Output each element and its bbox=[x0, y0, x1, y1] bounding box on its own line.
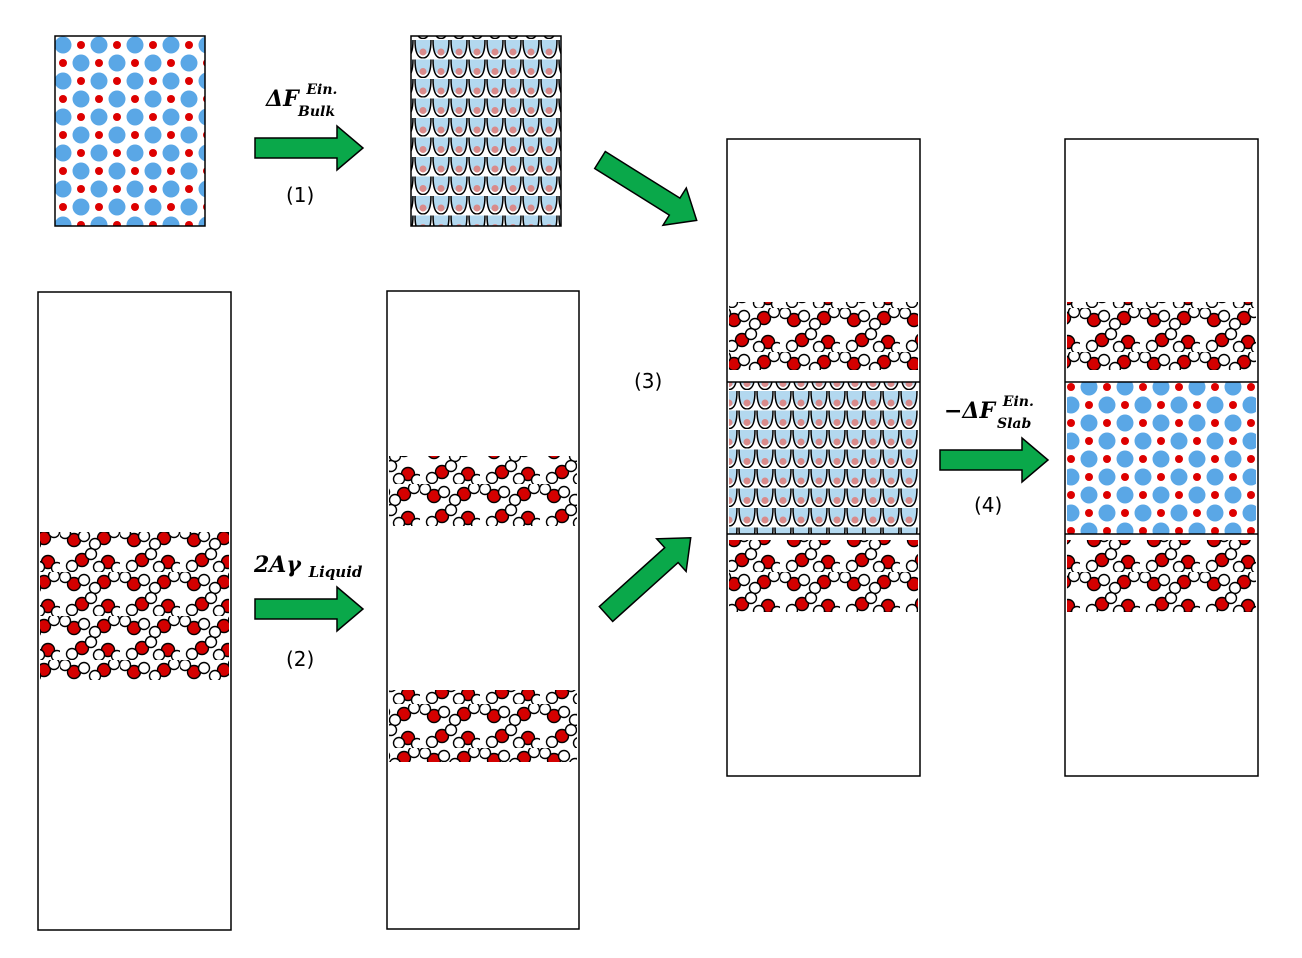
step4-number: (4) bbox=[974, 493, 1002, 517]
arrow-step4-icon bbox=[939, 436, 1050, 484]
step4-formula: −ΔF Ein. Slab bbox=[944, 386, 1042, 432]
bulk-crystal-box bbox=[54, 35, 206, 227]
step3-number: (3) bbox=[634, 369, 662, 393]
arrow-step1-icon bbox=[254, 124, 365, 172]
separated-liquid-box bbox=[386, 290, 580, 930]
step2-formula-base: 2Aγ bbox=[253, 552, 302, 578]
step4-formula-sub: Slab bbox=[997, 416, 1032, 432]
step2-formula: 2Aγ Liquid bbox=[253, 552, 363, 581]
step2-formula-sub: Liquid bbox=[308, 563, 363, 581]
arrow-liquid-to-slab-icon bbox=[598, 536, 692, 623]
bulk-einstein-crystal-box bbox=[410, 35, 562, 227]
einstein-slab-with-water-box bbox=[726, 138, 921, 777]
step1-number: (1) bbox=[286, 183, 314, 207]
step4-formula-base: −ΔF bbox=[944, 398, 997, 424]
liquid-slab-box bbox=[37, 291, 232, 931]
step1-formula-sub: Bulk bbox=[297, 104, 335, 120]
arrow-step2-icon bbox=[254, 585, 365, 633]
step1-formula: ΔF Ein. Bulk bbox=[265, 74, 345, 120]
step1-formula-sup: Ein. bbox=[305, 82, 337, 98]
step1-formula-base: ΔF bbox=[265, 86, 300, 112]
crystal-slab-with-water-box bbox=[1064, 138, 1259, 777]
arrow-einstein-to-slab-icon bbox=[593, 150, 698, 227]
step2-number: (2) bbox=[286, 647, 314, 671]
step4-formula-sup: Ein. bbox=[1002, 394, 1034, 410]
